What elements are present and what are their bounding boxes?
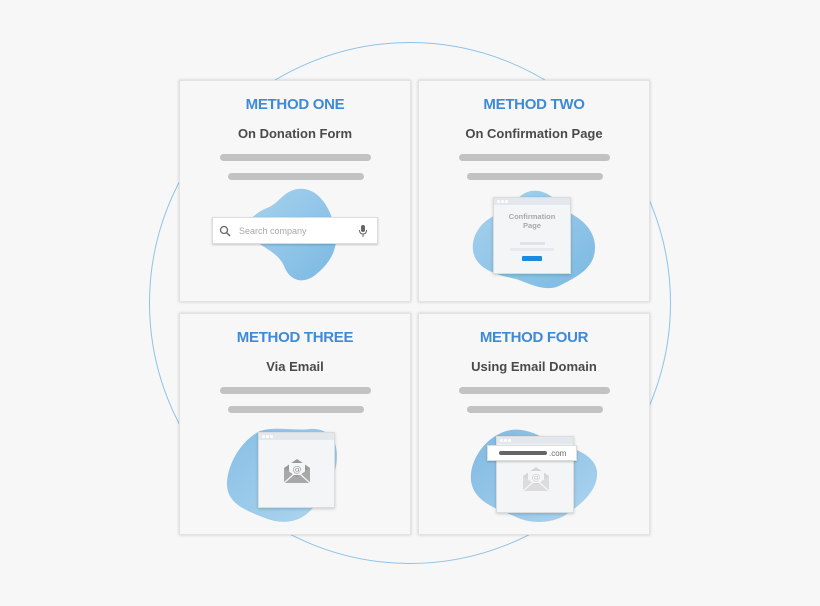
method-one-card: METHOD ONE On Donation Form Search compa… bbox=[179, 80, 411, 302]
window-title: Confirmation bbox=[508, 212, 556, 221]
domain-suffix: .com bbox=[549, 448, 567, 458]
company-search-input[interactable]: Search company bbox=[212, 217, 378, 244]
method-subtitle: On Confirmation Page bbox=[465, 126, 603, 141]
svg-text:@: @ bbox=[293, 465, 302, 475]
window-title: Page bbox=[523, 221, 541, 230]
method-subtitle: Via Email bbox=[266, 359, 324, 374]
method-two-card: METHOD TWO On Confirmation Page Confirma… bbox=[418, 80, 650, 302]
method-title: METHOD THREE bbox=[236, 329, 354, 346]
method-four-card: METHOD FOUR Using Email Domain @ .com bbox=[418, 313, 650, 535]
placeholder-line bbox=[459, 154, 610, 161]
placeholder-line bbox=[510, 248, 554, 251]
placeholder-line bbox=[220, 154, 371, 161]
placeholder-line bbox=[520, 242, 545, 245]
envelope-at-icon: @ bbox=[522, 467, 550, 492]
placeholder-line bbox=[220, 387, 371, 394]
placeholder-line bbox=[228, 406, 364, 413]
placeholder-line bbox=[459, 387, 610, 394]
email-domain-field[interactable]: .com bbox=[487, 445, 577, 461]
method-subtitle: On Donation Form bbox=[237, 126, 353, 141]
placeholder-line bbox=[467, 173, 603, 180]
method-title: METHOD TWO bbox=[483, 96, 585, 113]
search-icon bbox=[219, 225, 231, 237]
search-placeholder: Search company bbox=[239, 225, 307, 236]
method-subtitle: Using Email Domain bbox=[471, 359, 597, 374]
microphone-icon[interactable] bbox=[358, 224, 368, 237]
placeholder-line bbox=[228, 173, 364, 180]
svg-text:@: @ bbox=[532, 473, 541, 483]
masked-email-username bbox=[499, 451, 547, 455]
method-title: METHOD FOUR bbox=[479, 329, 589, 346]
method-three-card: METHOD THREE Via Email @ bbox=[179, 313, 411, 535]
confirm-button[interactable] bbox=[522, 256, 542, 261]
envelope-at-icon: @ bbox=[283, 459, 311, 484]
email-window: @ bbox=[258, 432, 335, 508]
method-title: METHOD ONE bbox=[245, 96, 345, 113]
placeholder-line bbox=[467, 406, 603, 413]
